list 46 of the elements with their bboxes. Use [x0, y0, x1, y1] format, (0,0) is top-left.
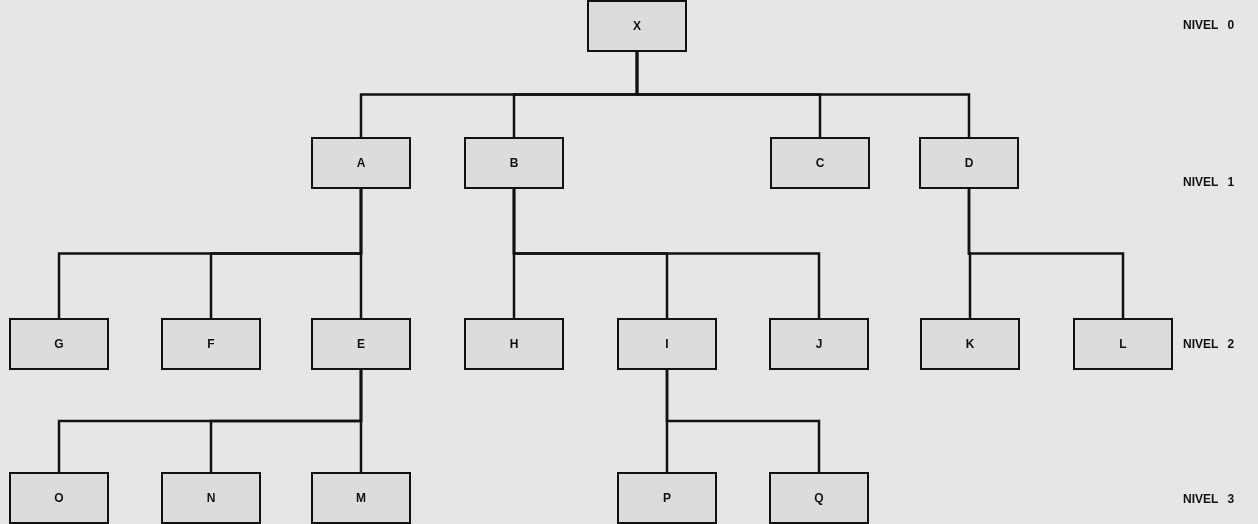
tree-node-box: [1073, 318, 1173, 370]
connector-line: [359, 370, 363, 472]
tree-node-box: [311, 137, 411, 189]
connector-line: [635, 52, 971, 137]
tree-node-box: [161, 318, 261, 370]
tree-node-box: [9, 318, 109, 370]
tree-node-box: [587, 0, 687, 52]
tree-node-box: [919, 137, 1019, 189]
tree-node-box: [617, 318, 717, 370]
node-label: L: [1119, 337, 1127, 351]
tree-node-box: [9, 472, 109, 524]
node-label: X: [633, 19, 641, 33]
connector-line: [665, 370, 821, 472]
node-label: K: [965, 337, 975, 351]
node-label: G: [54, 337, 64, 351]
tree-node-box: [464, 318, 564, 370]
tree-node-box: [769, 472, 869, 524]
level-label: NIVEL 2: [1183, 337, 1235, 351]
node-label: M: [356, 491, 366, 505]
node-label: A: [356, 156, 366, 170]
connector-line: [512, 189, 821, 318]
node-label: P: [663, 491, 671, 505]
tree-node-box: [617, 472, 717, 524]
tree-node-box: [464, 137, 564, 189]
level-label: NIVEL 3: [1183, 492, 1235, 506]
level-label: NIVEL 0: [1183, 18, 1235, 32]
node-label: N: [206, 491, 216, 505]
node-label: D: [964, 156, 974, 170]
tree-node-box: [311, 472, 411, 524]
node-label: H: [509, 337, 519, 351]
connector-line: [359, 189, 363, 318]
node-label: Q: [814, 491, 824, 505]
connector-line: [967, 189, 1125, 318]
node-label: C: [815, 156, 825, 170]
node-label: F: [207, 337, 215, 351]
node-label: B: [509, 156, 519, 170]
tree-node-box: [161, 472, 261, 524]
node-label: O: [54, 491, 64, 505]
tree-node-box: [311, 318, 411, 370]
node-label: J: [815, 337, 823, 351]
tree-node-box: [770, 137, 870, 189]
node-label: I: [665, 337, 669, 351]
tree-node-box: [920, 318, 1020, 370]
level-label: NIVEL 1: [1183, 175, 1235, 189]
tree-node-box: [769, 318, 869, 370]
node-label: E: [357, 337, 365, 351]
